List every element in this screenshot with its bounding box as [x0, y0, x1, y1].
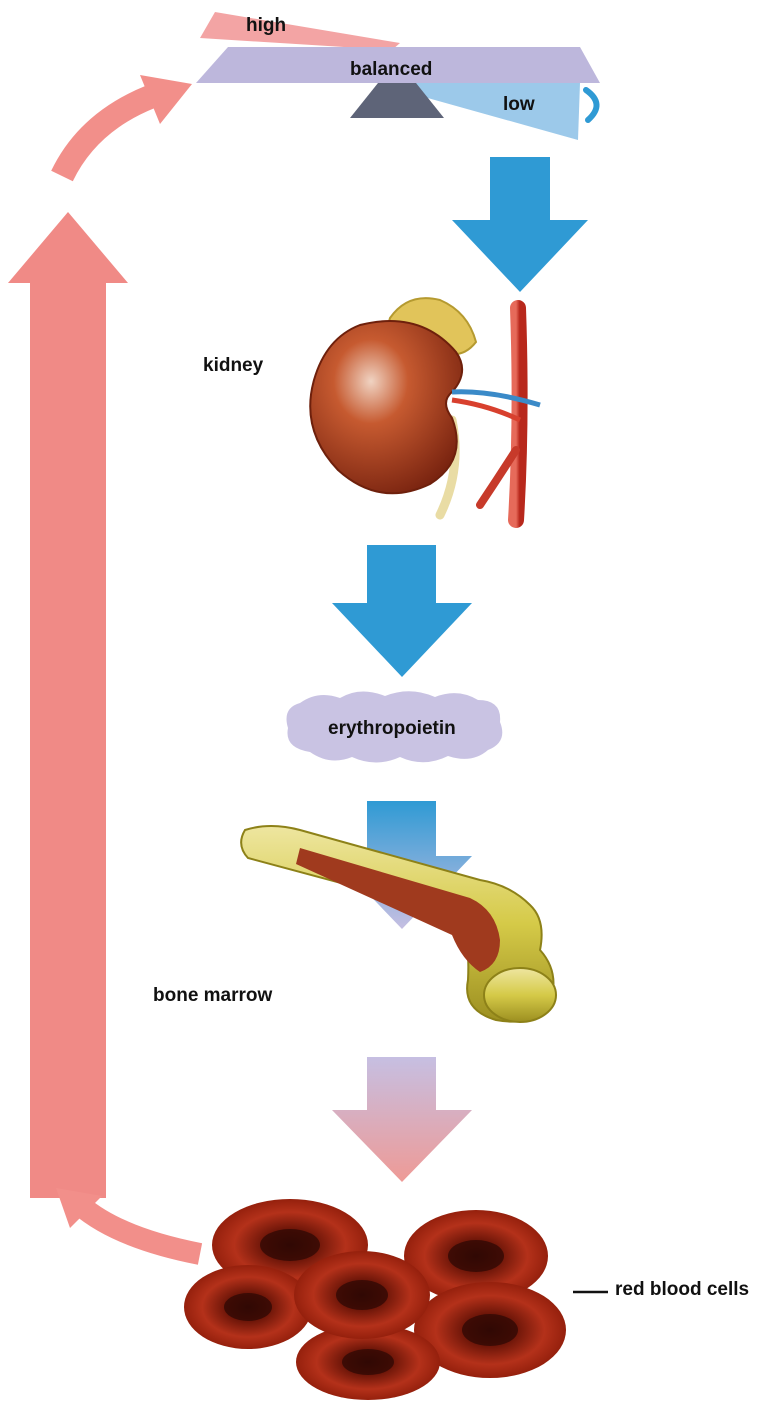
renal-vessel-artery	[516, 308, 520, 520]
feedback-curve-arrow-top	[62, 97, 150, 176]
low-arm-curl-icon	[586, 90, 597, 120]
label-balanced: balanced	[350, 59, 432, 81]
high-arm	[200, 12, 400, 50]
red-blood-cell	[294, 1251, 430, 1339]
label-red-blood-cells: red blood cells	[615, 1279, 749, 1301]
label-bone-marrow: bone marrow	[153, 985, 272, 1007]
arrow-marrow-to-cells	[332, 1057, 472, 1182]
red-blood-cell-icon	[184, 1199, 566, 1400]
label-kidney: kidney	[203, 355, 263, 377]
arrow-kidney-to-epo	[332, 545, 472, 677]
label-low: low	[503, 94, 535, 116]
renal-artery-red	[452, 400, 520, 420]
label-erythropoietin: erythropoietin	[328, 718, 456, 740]
kidney-icon	[310, 298, 540, 520]
feedback-loop	[8, 75, 200, 1254]
kidney-body	[310, 321, 462, 493]
label-high: high	[246, 15, 286, 37]
feedback-up-arrow	[8, 212, 128, 1198]
arrow-low-to-kidney	[452, 157, 588, 292]
red-blood-cell	[184, 1265, 312, 1349]
feedback-curve-arrow-bottom	[80, 1205, 200, 1254]
bone-head	[484, 968, 556, 1022]
